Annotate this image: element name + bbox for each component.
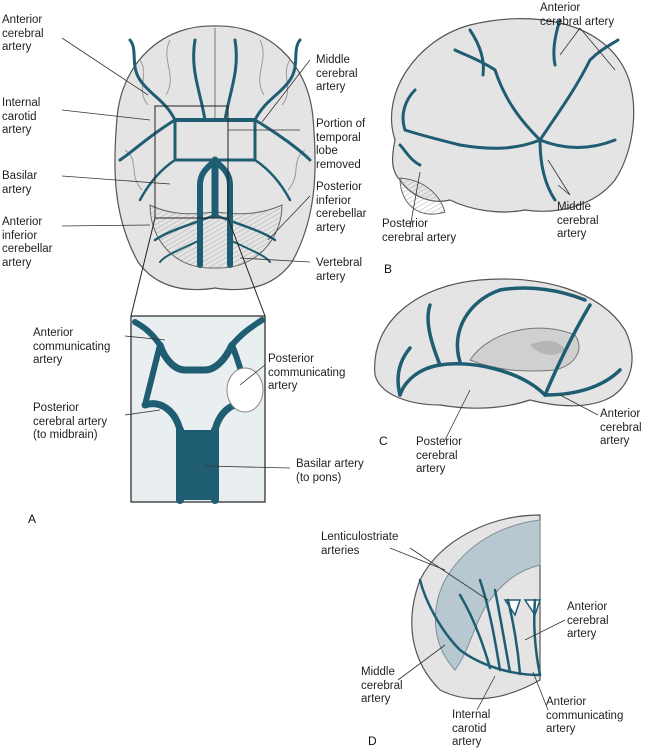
label-c-posterior-cerebral-artery: Posterior cerebral artery — [416, 436, 463, 475]
label-lenticulostriate-arteries: Lenticulostriate arteries — [321, 531, 399, 557]
panel-label-a: A — [28, 512, 37, 526]
label-b-middle-cerebral-artery: Middle cerebral artery — [557, 201, 599, 240]
label-b-anterior-cerebral-artery: Anterior cerebral artery — [540, 2, 615, 28]
panel-label-b: B — [384, 262, 393, 276]
panel-d-brain-coronal — [411, 514, 542, 700]
label-c-anterior-cerebral-artery: Anterior cerebral artery — [600, 408, 642, 447]
leader-lines — [61, 27, 616, 711]
panel-a-brain-ventral — [114, 25, 316, 317]
label-d-internal-carotid-artery: Internal carotid artery — [452, 709, 491, 748]
label-d-anterior-communicating-artery: Anterior communicating artery — [546, 696, 624, 735]
label-basilar-artery: Basilar artery — [2, 170, 38, 196]
panel-a-inset-circle-of-willis — [130, 315, 266, 504]
label-middle-cerebral-artery: Middle cerebral artery — [316, 54, 358, 93]
label-basilar-artery-pons: Basilar artery (to pons) — [296, 458, 364, 484]
label-temporal-lobe-removed: Portion of temporal lobe removed — [316, 118, 366, 171]
label-anterior-inferior-cerebellar-artery: Anterior inferior cerebellar artery — [2, 216, 53, 269]
label-d-middle-cerebral-artery: Middle cerebral artery — [361, 666, 403, 705]
label-b-posterior-cerebral-artery: Posterior cerebral artery — [382, 218, 457, 244]
label-anterior-cerebral-artery: Anterior cerebral artery — [2, 14, 44, 53]
label-vertebral-artery: Vertebral artery — [316, 257, 363, 283]
label-internal-carotid-artery: Internal carotid artery — [2, 97, 41, 136]
label-posterior-inferior-cerebellar-artery: Posterior inferior cerebellar artery — [316, 181, 367, 234]
label-anterior-communicating-artery: Anterior communicating artery — [33, 327, 111, 366]
label-posterior-cerebral-artery-midbrain: Posterior cerebral artery (to midbrain) — [33, 402, 108, 441]
label-posterior-communicating-artery: Posterior communicating artery — [268, 353, 346, 392]
label-d-anterior-cerebral-artery: Anterior cerebral artery — [567, 601, 609, 640]
panel-c-brain-medial — [374, 278, 633, 409]
panel-label-c: C — [379, 434, 388, 448]
panel-b-brain-lateral — [390, 18, 635, 215]
panel-label-d: D — [368, 734, 377, 748]
